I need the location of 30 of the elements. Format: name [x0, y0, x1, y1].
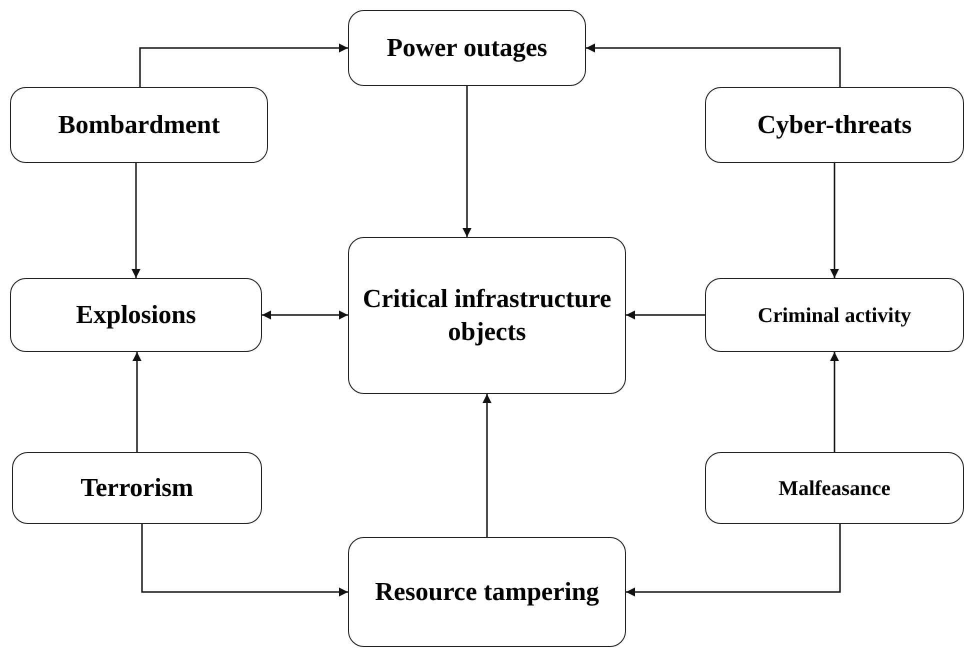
process-box: [705, 87, 964, 163]
box-label: Explosions: [76, 298, 196, 331]
arrow: [626, 524, 841, 596]
box-label: Bombardment: [58, 108, 220, 141]
arrow: [262, 310, 348, 320]
arrow: [132, 163, 140, 278]
arrow: [139, 44, 348, 87]
arrow: [141, 524, 348, 596]
process-box: [348, 10, 586, 86]
process-box: [348, 537, 626, 647]
process-box: [348, 237, 626, 394]
box-label: Critical infrastructure objects: [362, 283, 612, 348]
box-label: Power outages: [386, 32, 548, 64]
box-label: Malfeasance: [778, 474, 890, 502]
process-box: [705, 278, 964, 352]
arrow: [482, 394, 492, 537]
process-box: [705, 452, 964, 524]
box-label: Resource tampering: [374, 576, 600, 608]
box-label: Criminal activity: [758, 302, 912, 328]
arrow: [132, 352, 142, 452]
arrow: [586, 44, 841, 87]
arrow: [626, 310, 705, 320]
process-box: [10, 278, 262, 352]
arrow: [830, 163, 839, 278]
arrow: [462, 86, 472, 237]
process-box: [12, 452, 262, 524]
process-box: [10, 87, 268, 163]
box-label: Terrorism: [80, 472, 194, 504]
box-label: Cyber-threats: [757, 108, 912, 141]
arrow: [830, 352, 839, 452]
